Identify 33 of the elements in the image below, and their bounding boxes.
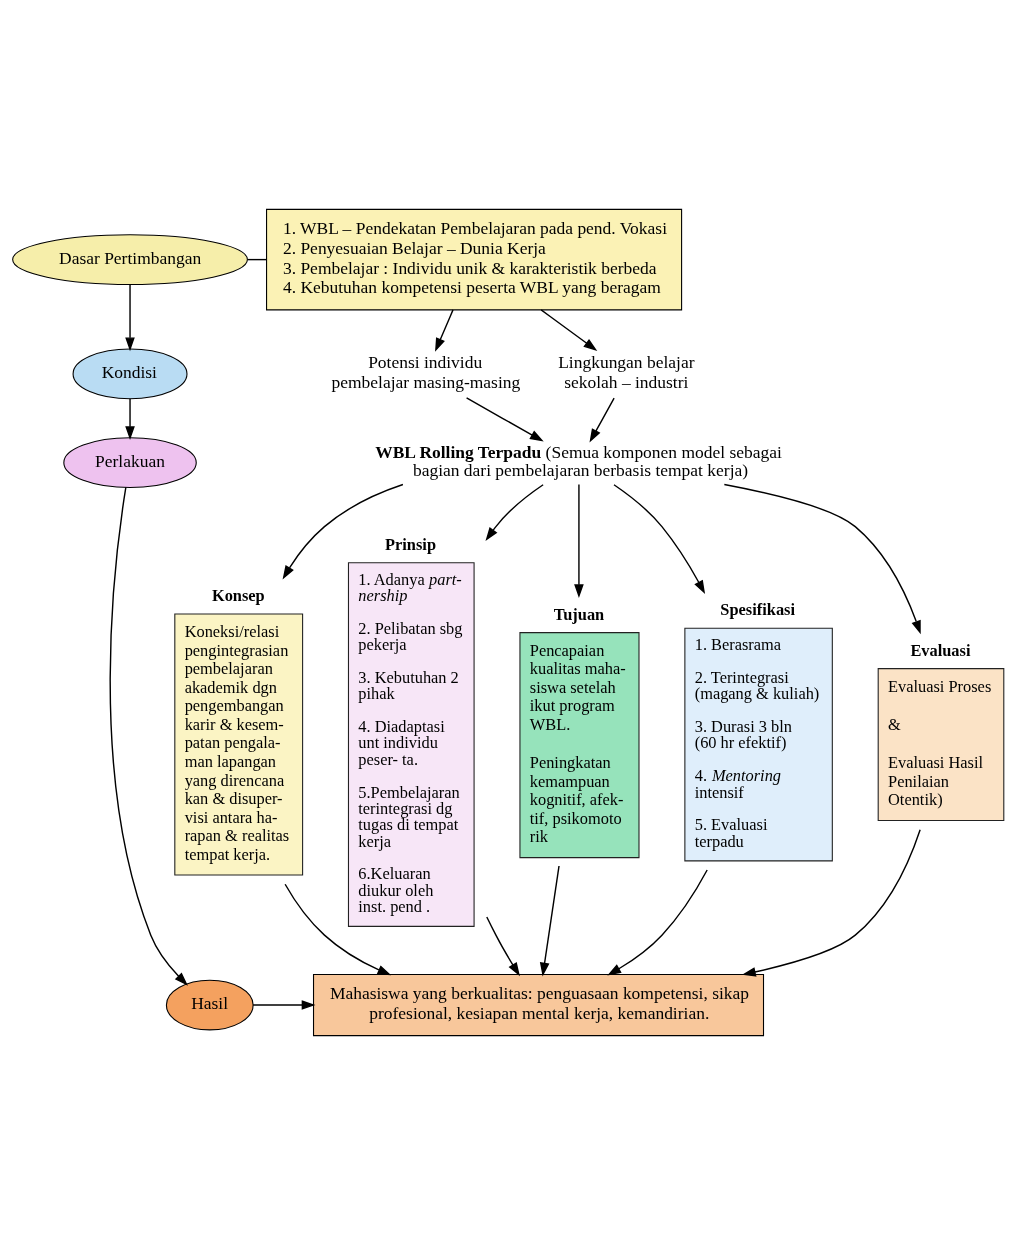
node-ellipse: Dasar Pertimbangan — [12, 234, 248, 285]
node-ellipse: Hasil — [165, 979, 254, 1031]
node-label: Evaluasi — [910, 640, 971, 660]
arrow — [125, 283, 135, 352]
node-label: Tujuan — [553, 604, 605, 624]
node-text: Potensi individu pembelajar masing-masing — [331, 352, 521, 392]
arrow — [574, 483, 584, 599]
arrow — [607, 869, 708, 976]
arrow — [540, 309, 598, 352]
arrow — [589, 397, 615, 443]
connector — [246, 258, 267, 261]
node-box: 1. WBL – Pendekatan Pembelajaran pada pend. Vokasi 2. Penyesuaian Belajar – Dunia Kerja 3. Pembelajar : Individu unik & karakteristik berbeda 4. Kebutuhan kompetensi peserta WBL yang beragam — [266, 208, 683, 311]
arrow — [465, 397, 544, 442]
arrow — [435, 309, 454, 352]
node-label: Konsep — [211, 585, 265, 605]
arrow — [723, 483, 921, 635]
arrow — [539, 865, 560, 977]
arrow — [252, 1000, 316, 1010]
arrow — [282, 483, 404, 580]
node-label: Prinsip — [385, 534, 437, 554]
arrow — [125, 397, 135, 441]
arrow — [485, 484, 544, 542]
arrow — [109, 486, 188, 986]
arrow — [613, 484, 706, 595]
arrow — [486, 916, 520, 977]
node-ellipse: Kondisi — [72, 348, 188, 400]
node-text: Lingkungan belajar sekolah – industri — [558, 352, 695, 392]
node-ellipse: Perlakuan — [63, 437, 197, 489]
node-text: WBL Rolling Terpadu (Semua komponen model sebagai bagian dari pembelajaran berbasis tempat kerja) — [375, 442, 782, 480]
node-label: Spesifikasi — [720, 600, 795, 620]
arrow — [284, 883, 392, 976]
node-box: Mahasiswa yang berkualitas: penguasaan kompetensi, sikap profesional, kesiapan mental kerja, kemandirian. — [312, 973, 765, 1037]
arrow — [742, 828, 921, 977]
